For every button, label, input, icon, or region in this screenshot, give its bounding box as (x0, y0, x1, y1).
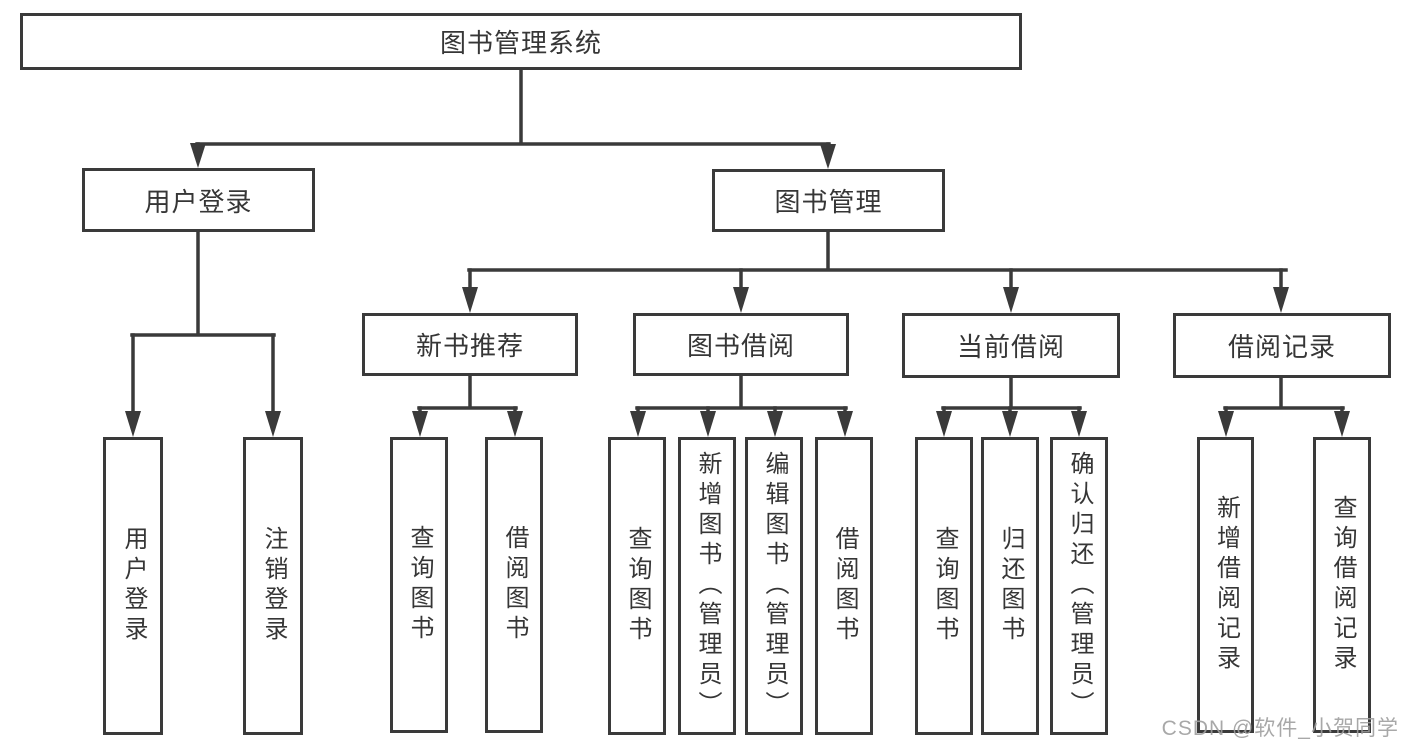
node-book-borrowing: 图书借阅 (633, 313, 849, 376)
node-new-book-recommend: 新书推荐 (362, 313, 578, 376)
leaf-query-borrow-record: 查询借阅记录 (1313, 437, 1371, 733)
leaf-borrow-books: 借阅图书 (815, 437, 873, 735)
leaf-borrow-books-recommend: 借阅图书 (485, 437, 543, 733)
node-current-borrowing: 当前借阅 (902, 313, 1120, 378)
node-user-login: 用户登录 (82, 168, 315, 232)
leaf-query-books-current: 查询图书 (915, 437, 973, 735)
leaf-return-book: 归还图书 (981, 437, 1039, 735)
leaf-confirm-return-admin: 确认归还（管理员） (1050, 437, 1108, 735)
leaf-logout: 注销登录 (243, 437, 303, 735)
leaf-edit-book-admin: 编辑图书（管理员） (745, 437, 803, 735)
node-borrowing-records: 借阅记录 (1173, 313, 1391, 378)
node-book-management: 图书管理 (712, 169, 945, 232)
leaf-user-login: 用户登录 (103, 437, 163, 735)
leaf-add-book-admin: 新增图书（管理员） (678, 437, 736, 735)
node-library-management-system: 图书管理系统 (20, 13, 1022, 70)
leaf-add-borrow-record: 新增借阅记录 (1197, 437, 1254, 733)
watermark: CSDN @软件_小贺同学 (1161, 717, 1399, 740)
leaf-query-books-borrow: 查询图书 (608, 437, 666, 735)
leaf-query-books-recommend: 查询图书 (390, 437, 448, 733)
